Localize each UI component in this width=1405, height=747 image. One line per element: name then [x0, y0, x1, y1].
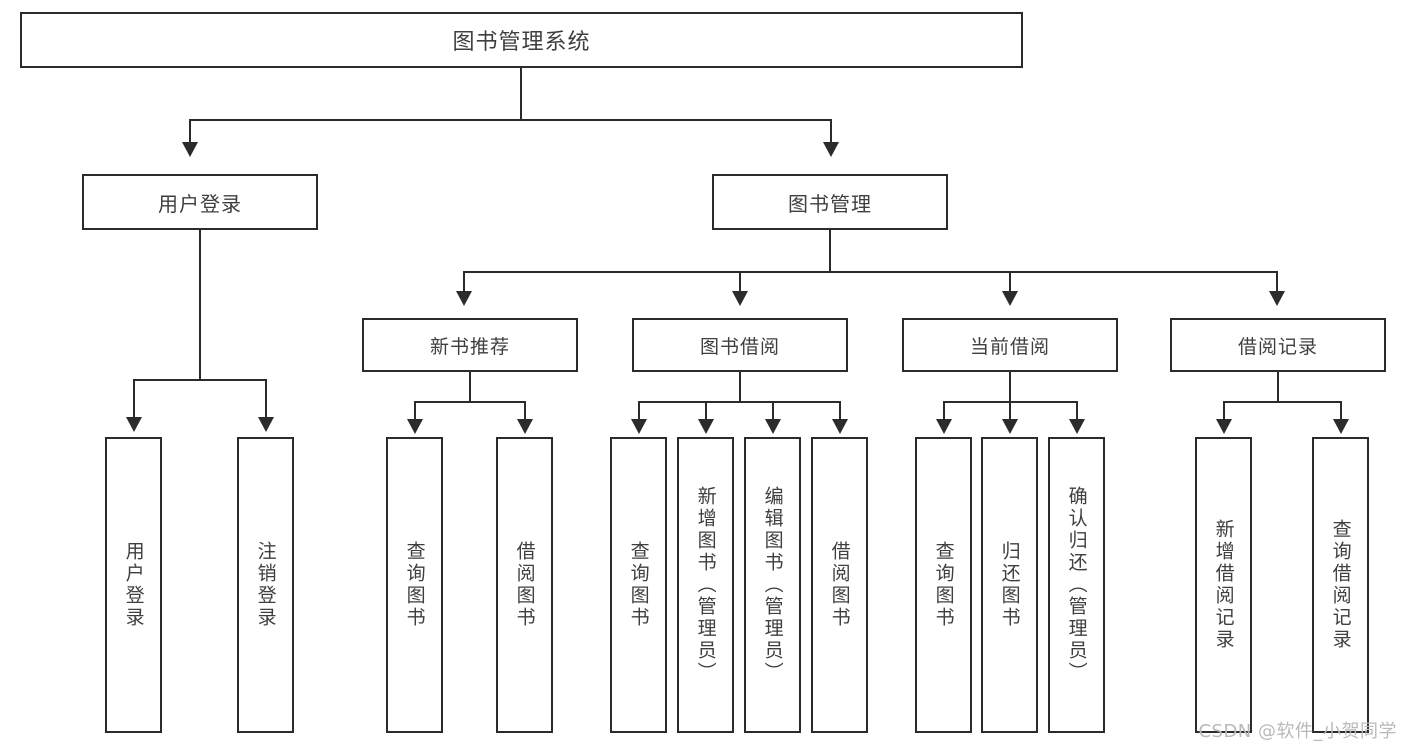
leaf-borrow-book-recommend[interactable]: 借阅图书	[496, 437, 553, 733]
edge-root-stem	[520, 68, 522, 120]
leaf-query-book-recommend[interactable]: 查询图书	[386, 437, 443, 733]
arrowhead-leaf-add-record	[1216, 419, 1232, 434]
edge-book-borrow-stem	[739, 372, 741, 402]
arrowhead-leaf-query-book-3	[936, 419, 952, 434]
arrowhead-leaf-borrow-book-2	[832, 419, 848, 434]
edge-new-book-stem	[469, 372, 471, 402]
edge-current-borrow-leaf2	[1076, 401, 1078, 421]
leaf-confirm-return-admin[interactable]: 确认归还（管理员）	[1048, 437, 1105, 733]
leaf-label: 借阅图书	[513, 541, 536, 629]
edge-new-book-leaf0	[414, 401, 416, 421]
node-label: 图书管理	[788, 191, 872, 216]
leaf-query-book-current[interactable]: 查询图书	[915, 437, 972, 733]
leaf-label: 归还图书	[998, 541, 1021, 629]
leaf-return-book[interactable]: 归还图书	[981, 437, 1038, 733]
leaf-add-book-admin[interactable]: 新增图书（管理员）	[677, 437, 734, 733]
node-label: 新书推荐	[429, 335, 510, 358]
node-root-system[interactable]: 图书管理系统	[20, 12, 1023, 68]
edge-book-mgmt-bus	[464, 271, 1278, 273]
edge-root-bus	[190, 119, 832, 121]
leaf-label: 查询图书	[627, 541, 650, 629]
edge-borrow-record-bus	[1224, 401, 1342, 403]
edge-borrow-record-leaf1	[1340, 401, 1342, 421]
arrowhead-leaf-query-book-2	[631, 419, 647, 434]
arrowhead-book-mgmt	[823, 142, 839, 157]
edge-book-borrow-leaf2	[772, 401, 774, 421]
leaf-edit-book-admin[interactable]: 编辑图书（管理员）	[744, 437, 801, 733]
edge-new-book-leaf1	[524, 401, 526, 421]
leaf-label: 查询借阅记录	[1329, 519, 1352, 651]
node-user-login[interactable]: 用户登录	[82, 174, 318, 230]
arrowhead-borrow-record	[1269, 291, 1285, 306]
leaf-label: 新增图书（管理员）	[694, 486, 717, 684]
edge-user-login-bus	[134, 379, 266, 381]
leaf-logout[interactable]: 注销登录	[237, 437, 294, 733]
edge-book-mgmt-to-record	[1276, 271, 1278, 293]
arrowhead-leaf-add-book	[698, 419, 714, 434]
arrowhead-leaf-return-book	[1002, 419, 1018, 434]
edge-book-borrow-leaf1	[705, 401, 707, 421]
edge-book-mgmt-to-new-book	[463, 271, 465, 293]
node-book-borrow[interactable]: 图书借阅	[632, 318, 848, 372]
arrowhead-leaf-query-book-1	[407, 419, 423, 434]
leaf-user-login[interactable]: 用户登录	[105, 437, 162, 733]
edge-user-login-leaf1	[265, 379, 267, 419]
node-label: 借阅记录	[1237, 335, 1318, 358]
edge-new-book-bus	[415, 401, 525, 403]
arrowhead-current-borrow	[1002, 291, 1018, 306]
arrowhead-leaf-edit-book	[765, 419, 781, 434]
leaf-add-borrow-record[interactable]: 新增借阅记录	[1195, 437, 1252, 733]
leaf-borrow-book[interactable]: 借阅图书	[811, 437, 868, 733]
arrowhead-new-book-recommend	[456, 291, 472, 306]
edge-borrow-record-stem	[1277, 372, 1279, 402]
arrowhead-leaf-logout	[258, 417, 274, 432]
edge-root-to-user-login	[189, 119, 191, 144]
node-label: 图书借阅	[699, 335, 780, 358]
arrowhead-user-login	[182, 142, 198, 157]
edge-current-borrow-leaf0	[943, 401, 945, 421]
leaf-label: 用户登录	[122, 541, 145, 629]
node-label: 图书管理系统	[452, 30, 591, 55]
edge-user-login-stem	[199, 230, 201, 380]
edge-current-borrow-bus	[944, 401, 1078, 403]
arrowhead-leaf-borrow-book-1	[517, 419, 533, 434]
arrowhead-leaf-confirm-return	[1069, 419, 1085, 434]
leaf-query-borrow-record[interactable]: 查询借阅记录	[1312, 437, 1369, 733]
node-borrow-record[interactable]: 借阅记录	[1170, 318, 1386, 372]
edge-book-borrow-bus	[639, 401, 841, 403]
edge-user-login-leaf0	[133, 379, 135, 419]
leaf-label: 新增借阅记录	[1212, 519, 1235, 651]
edge-root-to-book-mgmt	[830, 119, 832, 144]
leaf-label: 确认归还（管理员）	[1065, 486, 1088, 684]
node-label: 当前借阅	[969, 335, 1050, 358]
leaf-label: 查询图书	[403, 541, 426, 629]
edge-book-mgmt-stem	[829, 230, 831, 272]
leaf-label: 编辑图书（管理员）	[761, 486, 784, 684]
node-label: 用户登录	[158, 191, 242, 216]
edge-current-borrow-leaf1	[1009, 401, 1011, 421]
leaf-label: 借阅图书	[828, 541, 851, 629]
arrowhead-leaf-user-login	[126, 417, 142, 432]
edge-book-borrow-leaf0	[638, 401, 640, 421]
leaf-query-book-borrow[interactable]: 查询图书	[610, 437, 667, 733]
leaf-label: 查询图书	[932, 541, 955, 629]
node-book-management[interactable]: 图书管理	[712, 174, 948, 230]
leaf-label: 注销登录	[254, 541, 277, 629]
edge-book-borrow-leaf3	[839, 401, 841, 421]
edge-current-borrow-stem	[1009, 372, 1011, 402]
edge-book-mgmt-to-current	[1009, 271, 1011, 293]
node-new-book-recommend[interactable]: 新书推荐	[362, 318, 578, 372]
edge-borrow-record-leaf0	[1223, 401, 1225, 421]
node-current-borrow[interactable]: 当前借阅	[902, 318, 1118, 372]
edge-book-mgmt-to-borrow	[739, 271, 741, 293]
arrowhead-leaf-query-record	[1333, 419, 1349, 434]
arrowhead-book-borrow	[732, 291, 748, 306]
